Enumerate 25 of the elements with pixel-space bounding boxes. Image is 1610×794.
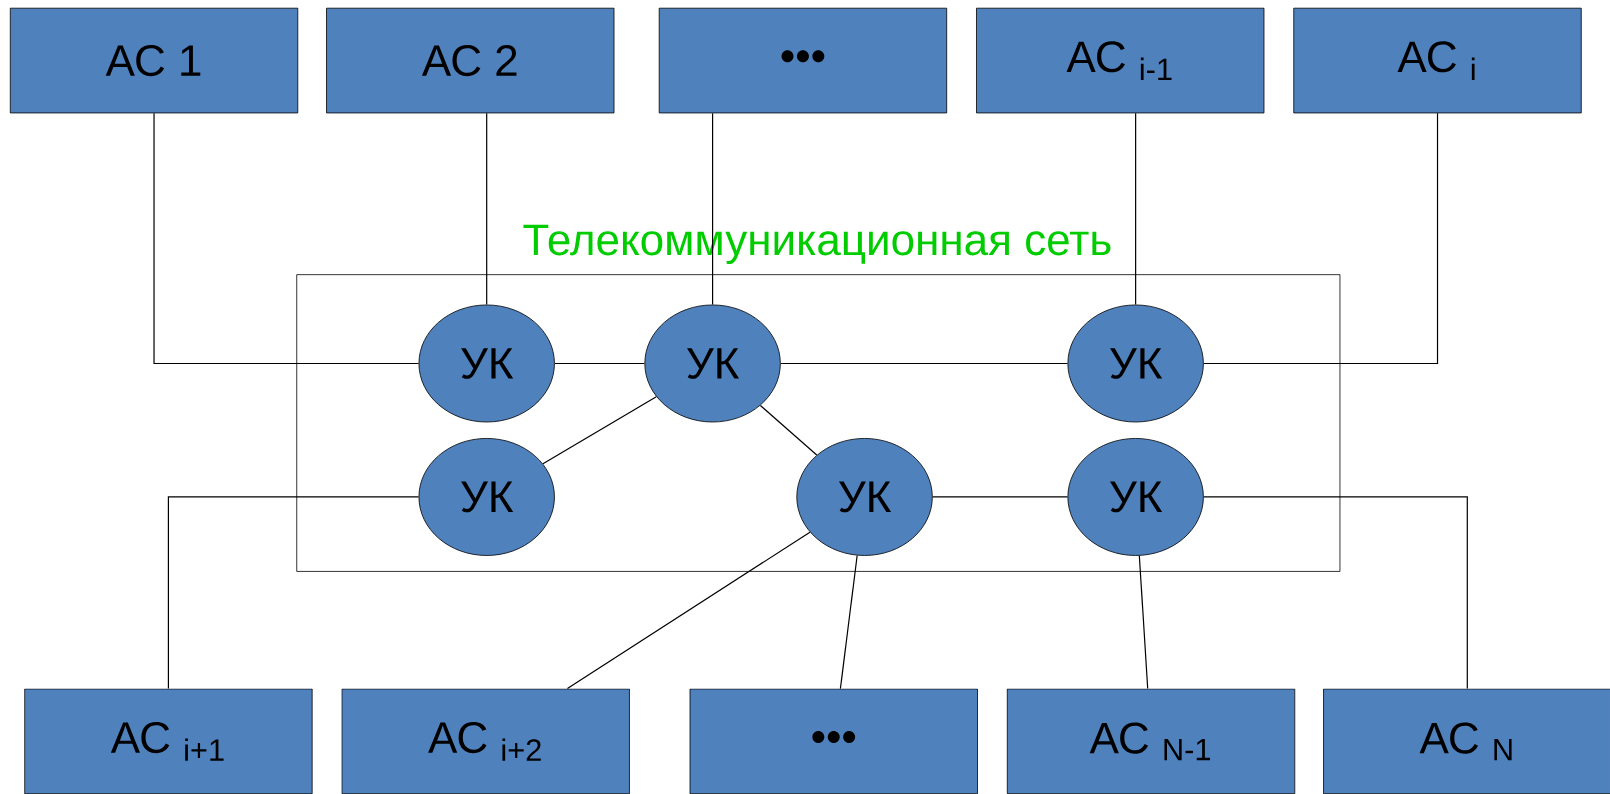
station-box: АС $_{i}$ (1293, 7, 1582, 114)
connector-line (486, 112, 488, 306)
station-box: АС 2 (326, 7, 615, 114)
connector-line (839, 554, 858, 690)
connector-line (932, 496, 1069, 498)
connector-line (542, 396, 657, 465)
connector-line (759, 404, 818, 456)
connector-line (712, 112, 714, 306)
connector-line (1135, 112, 1137, 306)
connector-line (780, 362, 1069, 365)
connector-line (566, 531, 811, 690)
station-box: АС $_{N-1}$ (1006, 688, 1296, 794)
station-box: АС $_{i+1}$ (24, 688, 313, 794)
connector-line (1203, 496, 1468, 690)
station-box: ••• (689, 688, 978, 794)
connector-line (554, 362, 645, 365)
station-box: АС $_{i+2}$ (341, 688, 630, 794)
station-box: ••• (658, 7, 948, 114)
connector-line (167, 496, 420, 690)
connector-line (1138, 555, 1149, 690)
station-box: АС 1 (9, 7, 299, 114)
connector-line (1203, 112, 1439, 365)
connector-line (153, 112, 420, 365)
station-box: АС $_{i-1}$ (976, 7, 1265, 114)
station-box: АС $_{N}$ (1323, 688, 1610, 794)
